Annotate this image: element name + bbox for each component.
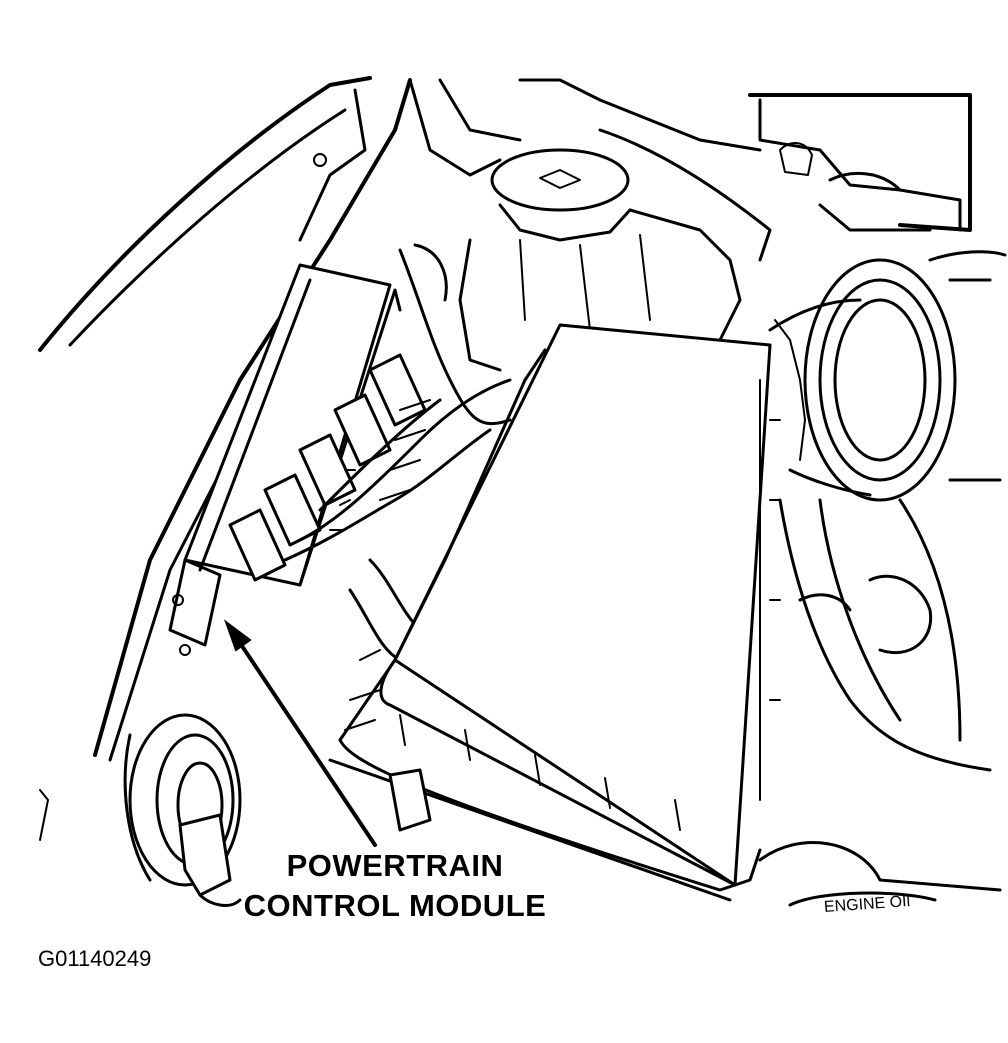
strut-tower-part xyxy=(39,713,242,907)
wiring-harness xyxy=(283,243,512,662)
pcm-module xyxy=(168,263,427,656)
air-cleaner xyxy=(328,323,781,902)
callout-label-line2: CONTROL MODULE xyxy=(243,888,547,923)
engine-background xyxy=(408,78,972,262)
callout-label-line1: POWERTRAIN xyxy=(286,848,504,883)
intake-tube xyxy=(768,250,1007,502)
figure-id: G01140249 xyxy=(38,946,152,971)
lower-right-parts xyxy=(758,498,1002,907)
reservoir xyxy=(458,148,742,372)
leader-arrow-icon xyxy=(223,619,377,847)
